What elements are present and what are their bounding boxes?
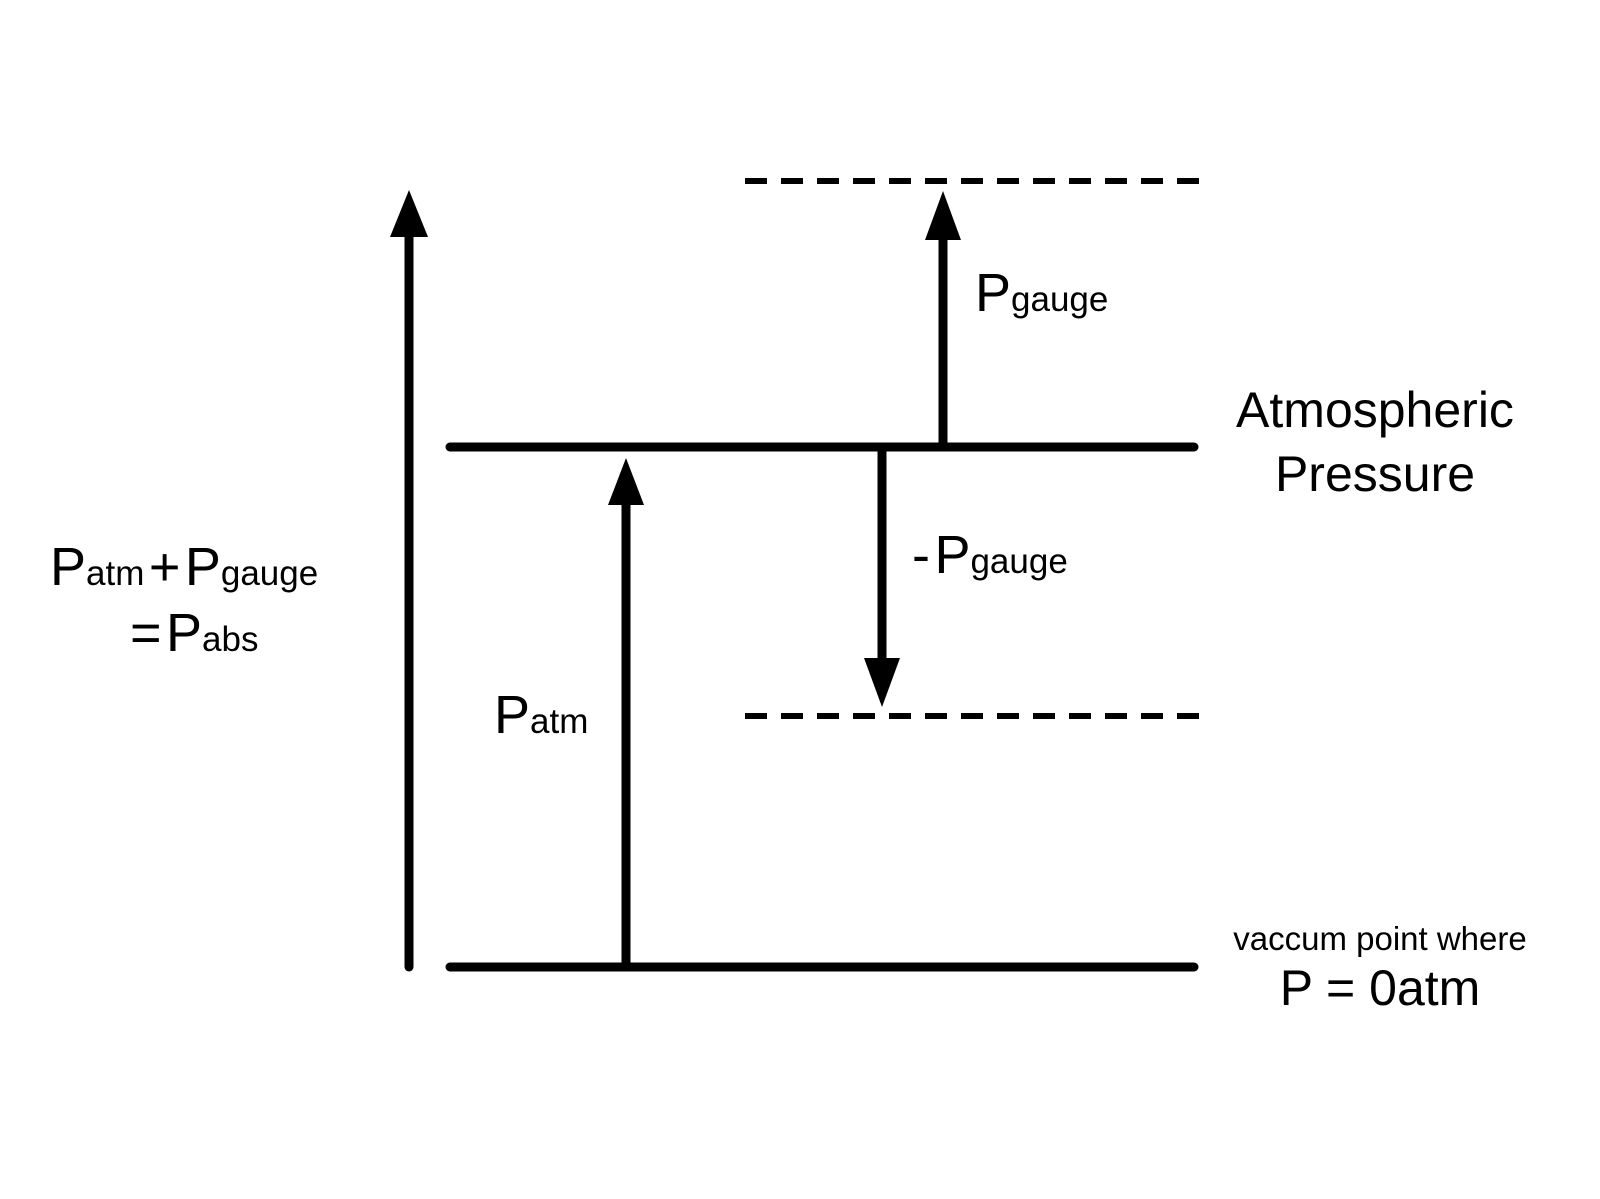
formula-equals: = bbox=[130, 603, 162, 663]
minus-sign: - bbox=[912, 525, 930, 585]
left-formula-line2: = Pabs bbox=[130, 606, 258, 660]
p-atm-subscript: atm bbox=[530, 702, 589, 741]
formula-plus: + bbox=[148, 537, 181, 597]
formula-p2-symbol: P bbox=[184, 537, 221, 597]
formula-p1-symbol: P bbox=[50, 537, 87, 597]
p-gauge-down-symbol: P bbox=[934, 525, 971, 585]
p-gauge-up-subscript: gauge bbox=[1011, 280, 1109, 319]
p-gauge-down-arrowhead bbox=[864, 658, 900, 707]
vacuum-label: vaccum point where P = 0atm bbox=[1200, 922, 1560, 1013]
formula-p1-subscript: atm bbox=[86, 554, 145, 593]
p-gauge-up-label: Pgauge bbox=[975, 266, 1108, 320]
atmospheric-pressure-label: Atmospheric Pressure bbox=[1205, 385, 1545, 499]
p-atm-arrowhead bbox=[608, 458, 644, 505]
p-gauge-down-subscript: gauge bbox=[970, 542, 1068, 581]
formula-p3-symbol: P bbox=[166, 603, 203, 663]
formula-p3-subscript: abs bbox=[202, 620, 259, 659]
p-gauge-up-symbol: P bbox=[975, 263, 1012, 323]
left-formula-line1: Patm + Pgauge bbox=[50, 540, 318, 594]
atmospheric-label-line2: Pressure bbox=[1274, 446, 1476, 502]
absolute-pressure-arrowhead bbox=[390, 190, 428, 237]
vacuum-label-line2: P = 0atm bbox=[1279, 960, 1481, 1016]
atmospheric-label-line1: Atmospheric bbox=[1236, 382, 1514, 438]
vacuum-label-line1: vaccum point where bbox=[1233, 920, 1527, 957]
p-gauge-up-arrowhead bbox=[925, 191, 961, 240]
formula-p2-subscript: gauge bbox=[220, 554, 319, 593]
p-gauge-down-label: - Pgauge bbox=[912, 528, 1068, 582]
p-atm-symbol: P bbox=[494, 685, 531, 745]
p-atm-label: Patm bbox=[494, 688, 588, 742]
